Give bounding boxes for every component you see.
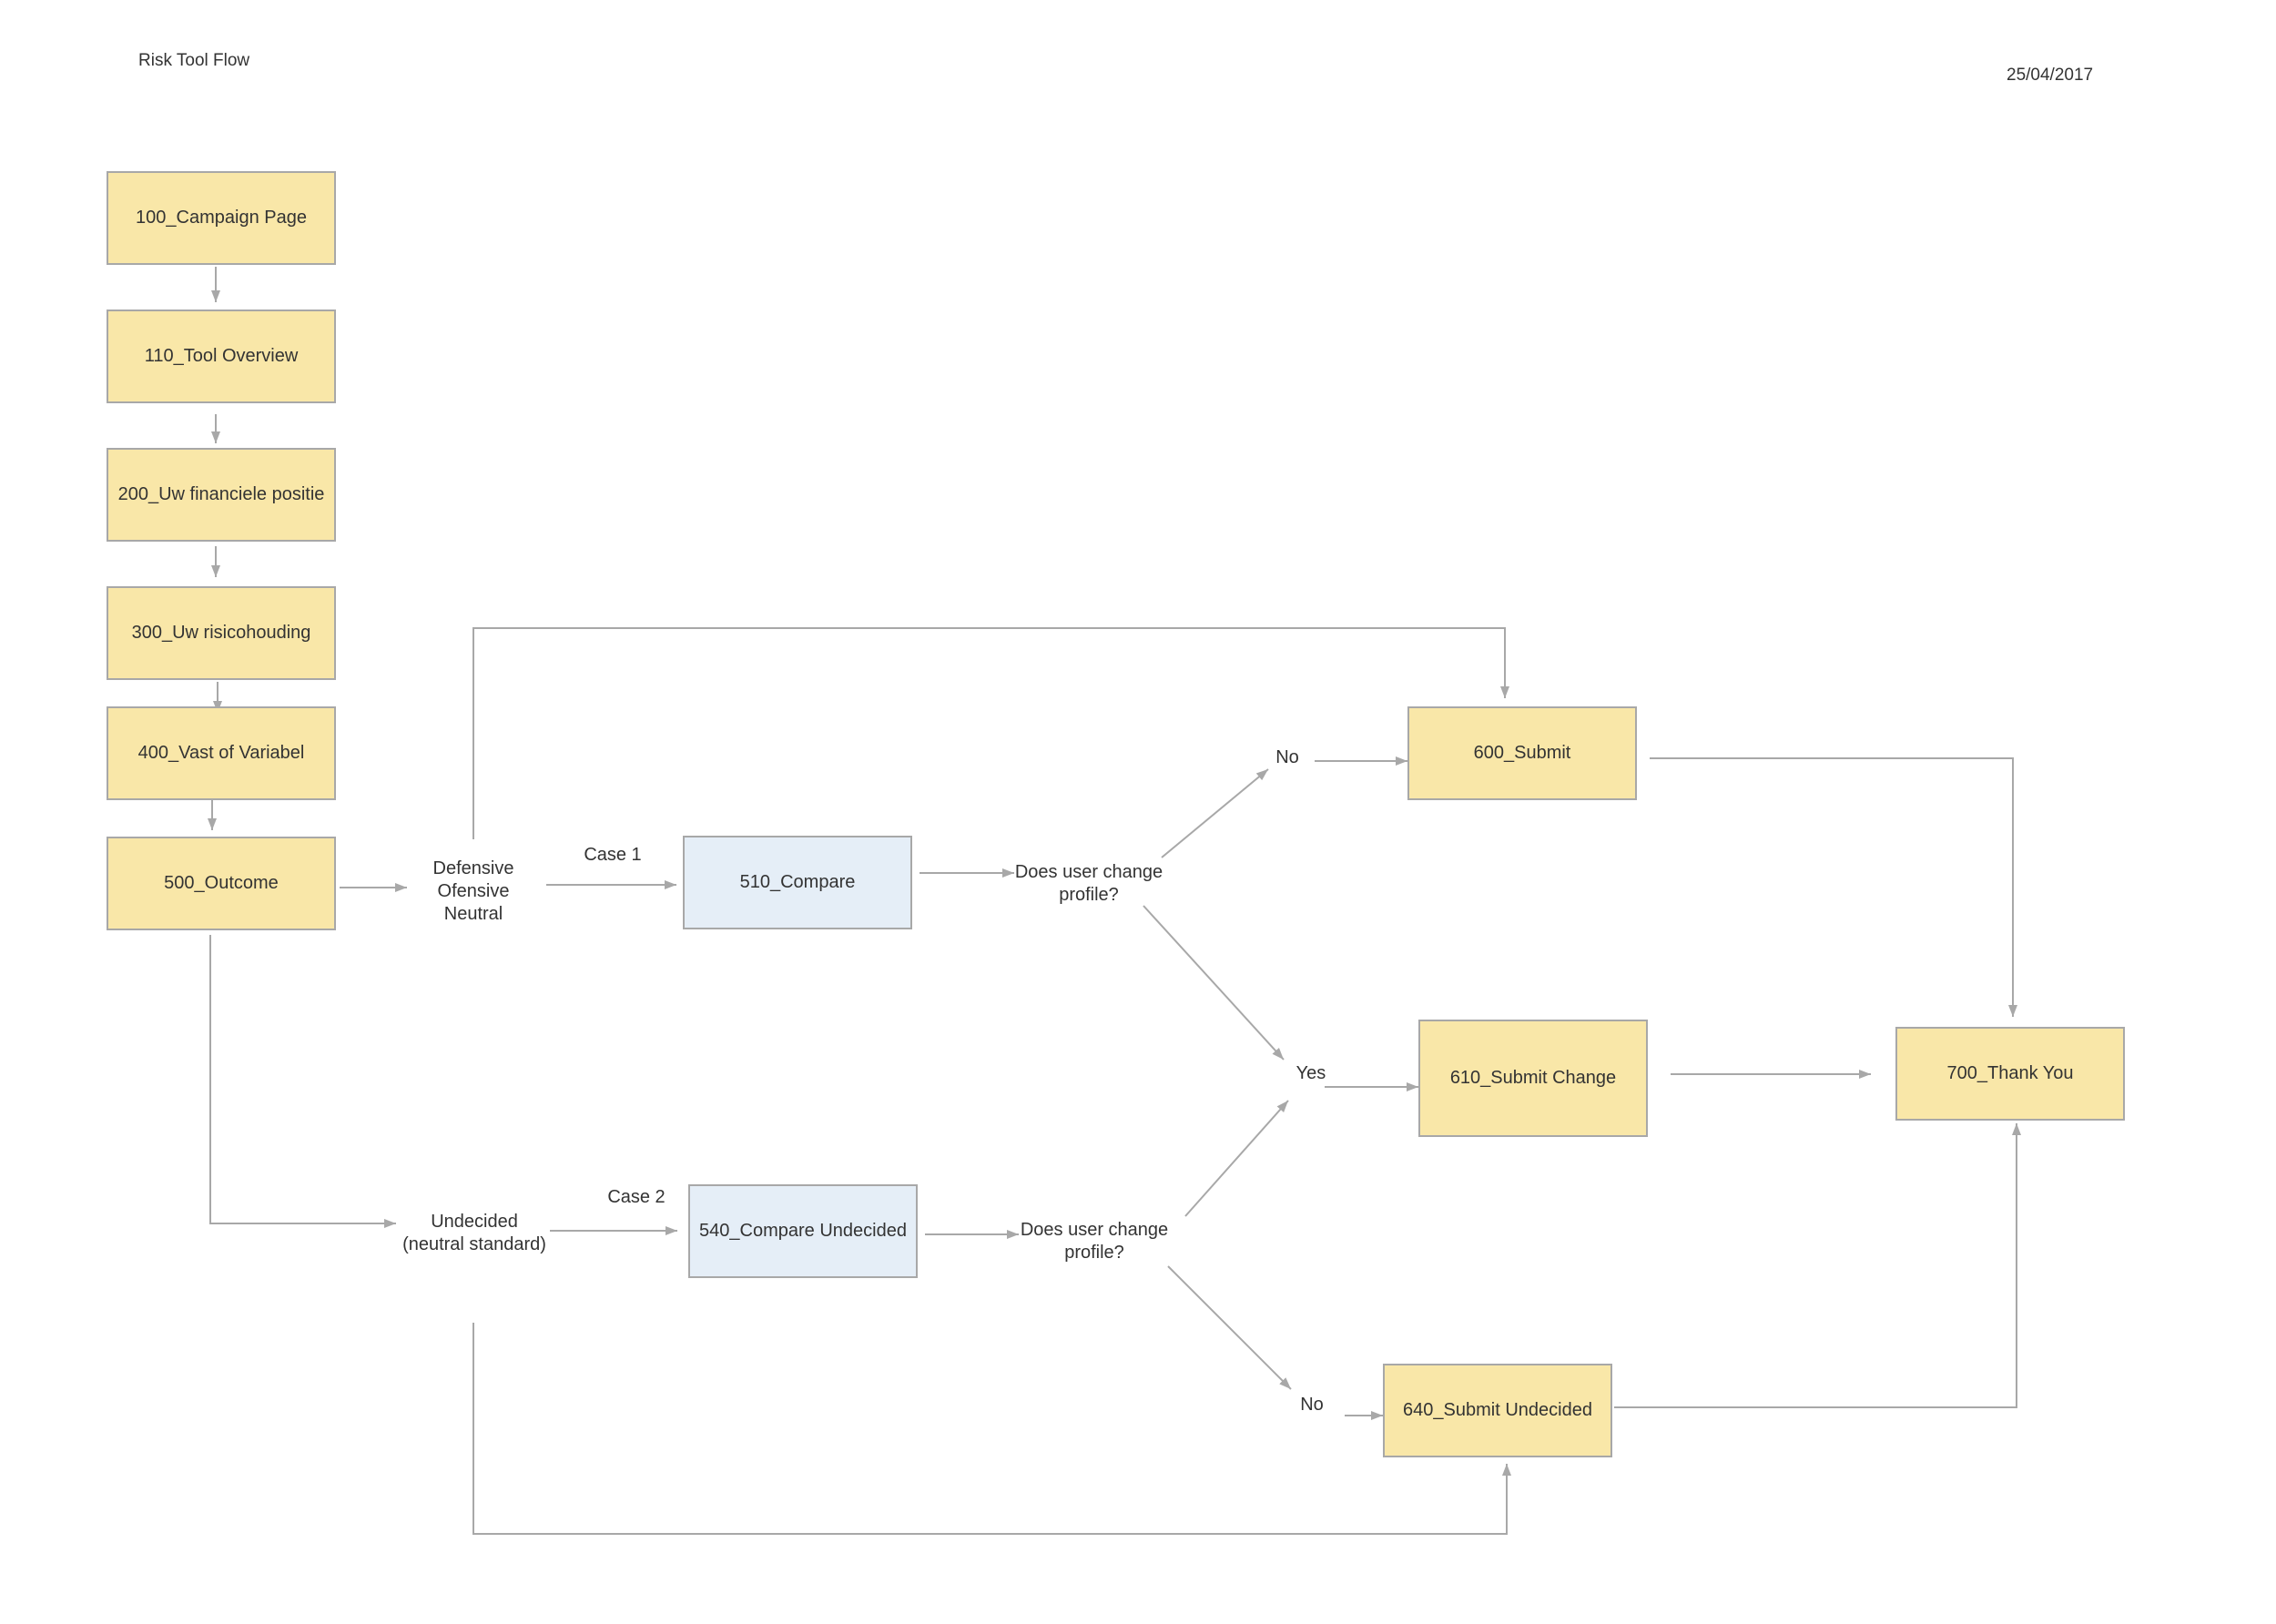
edge-200-to-300-arrowhead xyxy=(211,565,220,577)
edge-no-to-600 xyxy=(1315,756,1407,766)
edge-decision-1-to-no xyxy=(1161,768,1269,858)
edge-no-to-600-arrowhead xyxy=(1396,756,1407,766)
undecided-line-1: Undecided xyxy=(431,1212,518,1232)
decision-2-line-2: profile? xyxy=(1064,1243,1124,1263)
profile-ofensive: Ofensive xyxy=(437,881,510,901)
edge-undecided-to-640-line xyxy=(472,1323,1508,1535)
edge-undecided-to-640-arrowhead xyxy=(1502,1464,1511,1476)
node-110-tool-overview: 110_Tool Overview xyxy=(107,310,336,403)
edge-640-to-700-arrowhead xyxy=(2012,1123,2021,1135)
edge-610-to-700-arrowhead xyxy=(1859,1070,1871,1079)
edge-profiles-to-600 xyxy=(472,627,1509,839)
branch-no-top-label: No xyxy=(1275,747,1299,767)
edge-500-to-undecided xyxy=(209,935,396,1228)
edge-540-to-decision-2 xyxy=(925,1230,1019,1239)
edge-profiles-to-600-arrowhead xyxy=(1500,686,1509,698)
edge-500-to-profiles xyxy=(340,883,407,892)
node-500-outcome: 500_Outcome xyxy=(107,837,336,930)
node-540-compare-undecided: 540_Compare Undecided xyxy=(688,1184,918,1278)
edge-decision-1-to-yes xyxy=(1143,905,1285,1061)
edge-decision-2-to-no-line xyxy=(1167,1265,1292,1390)
edge-100-to-110-arrowhead xyxy=(211,290,220,302)
decision-1-line-1: Does user change xyxy=(1014,862,1163,882)
undecided-line-2: (neutral standard) xyxy=(402,1234,546,1254)
edge-600-to-700-line xyxy=(1650,757,2014,1017)
edge-undecided-to-540-arrowhead xyxy=(666,1226,677,1235)
edge-640-to-700 xyxy=(1614,1123,2021,1408)
node-510-compare: 510_Compare xyxy=(683,836,912,929)
edge-500-to-profiles-arrowhead xyxy=(395,883,407,892)
profile-neutral: Neutral xyxy=(443,904,503,924)
edge-110-to-200 xyxy=(211,414,220,443)
edge-profiles-to-510-arrowhead xyxy=(665,880,676,889)
node-610-submit-change: 610_Submit Change xyxy=(1418,1020,1648,1137)
node-640-submit-undecided: 640_Submit Undecided xyxy=(1383,1364,1612,1457)
undecided-label: Undecided (neutral standard) xyxy=(402,1211,546,1256)
node-400-vast-of-variabel: 400_Vast of Variabel xyxy=(107,706,336,800)
edge-decision-2-to-no-arrowhead xyxy=(1279,1377,1291,1389)
edge-110-to-200-arrowhead xyxy=(211,431,220,443)
edge-decision-1-to-no-line xyxy=(1161,768,1269,858)
edge-no-to-640 xyxy=(1345,1411,1383,1420)
profile-options-label: Defensive Ofensive Neutral xyxy=(433,858,514,926)
edge-no-to-640-arrowhead xyxy=(1371,1411,1383,1420)
profile-defensive: Defensive xyxy=(432,858,514,878)
node-100-campaign-page: 100_Campaign Page xyxy=(107,171,336,265)
edge-decision-2-to-yes-arrowhead xyxy=(1276,1101,1288,1113)
branch-yes-label: Yes xyxy=(1295,1063,1326,1083)
edge-undecided-to-540 xyxy=(550,1226,677,1235)
decision-2-line-1: Does user change xyxy=(1020,1220,1169,1240)
decision-1-line-2: profile? xyxy=(1059,885,1119,905)
node-700-thank-you: 700_Thank You xyxy=(1895,1027,2125,1121)
edge-400-to-500-arrowhead xyxy=(208,818,217,830)
case-2-label: Case 2 xyxy=(607,1187,666,1207)
edge-decision-1-to-no-arrowhead xyxy=(1255,769,1268,781)
edge-500-to-undecided-line xyxy=(209,935,396,1224)
diagram-date: 25/04/2017 xyxy=(2007,66,2094,85)
edge-decision-2-to-yes xyxy=(1184,1100,1289,1217)
node-200-financiele-positie: 200_Uw financiele positie xyxy=(107,448,336,542)
edge-profiles-to-600-line xyxy=(472,627,1506,839)
edge-decision-2-to-yes-line xyxy=(1184,1100,1289,1217)
edge-yes-to-610-arrowhead xyxy=(1407,1082,1418,1091)
edge-610-to-700 xyxy=(1671,1070,1871,1079)
edge-yes-to-610 xyxy=(1325,1082,1418,1091)
edge-500-to-undecided-arrowhead xyxy=(384,1219,396,1228)
edge-510-to-decision-1 xyxy=(920,868,1014,878)
edge-decision-1-to-yes-line xyxy=(1143,905,1285,1061)
node-300-risicohouding: 300_Uw risicohouding xyxy=(107,586,336,680)
edge-640-to-700-line xyxy=(1614,1123,2017,1408)
edge-600-to-700-arrowhead xyxy=(2008,1005,2017,1017)
edge-600-to-700 xyxy=(1650,757,2017,1017)
edge-decision-1-to-yes-arrowhead xyxy=(1272,1048,1284,1060)
node-600-submit: 600_Submit xyxy=(1407,706,1637,800)
edge-undecided-to-640 xyxy=(472,1323,1511,1535)
edge-510-to-decision-1-arrowhead xyxy=(1002,868,1014,878)
decision-2-label: Does user change profile? xyxy=(1021,1219,1168,1264)
edge-profiles-to-510 xyxy=(546,880,676,889)
edge-100-to-110 xyxy=(211,267,220,302)
case-1-label: Case 1 xyxy=(584,845,642,865)
edge-decision-2-to-no xyxy=(1167,1265,1292,1390)
decision-1-label: Does user change profile? xyxy=(1015,861,1163,907)
edge-200-to-300 xyxy=(211,546,220,577)
edge-540-to-decision-2-arrowhead xyxy=(1007,1230,1019,1239)
edge-400-to-500 xyxy=(208,800,217,830)
diagram-title: Risk Tool Flow xyxy=(138,51,250,70)
branch-no-bottom-label: No xyxy=(1300,1395,1324,1415)
